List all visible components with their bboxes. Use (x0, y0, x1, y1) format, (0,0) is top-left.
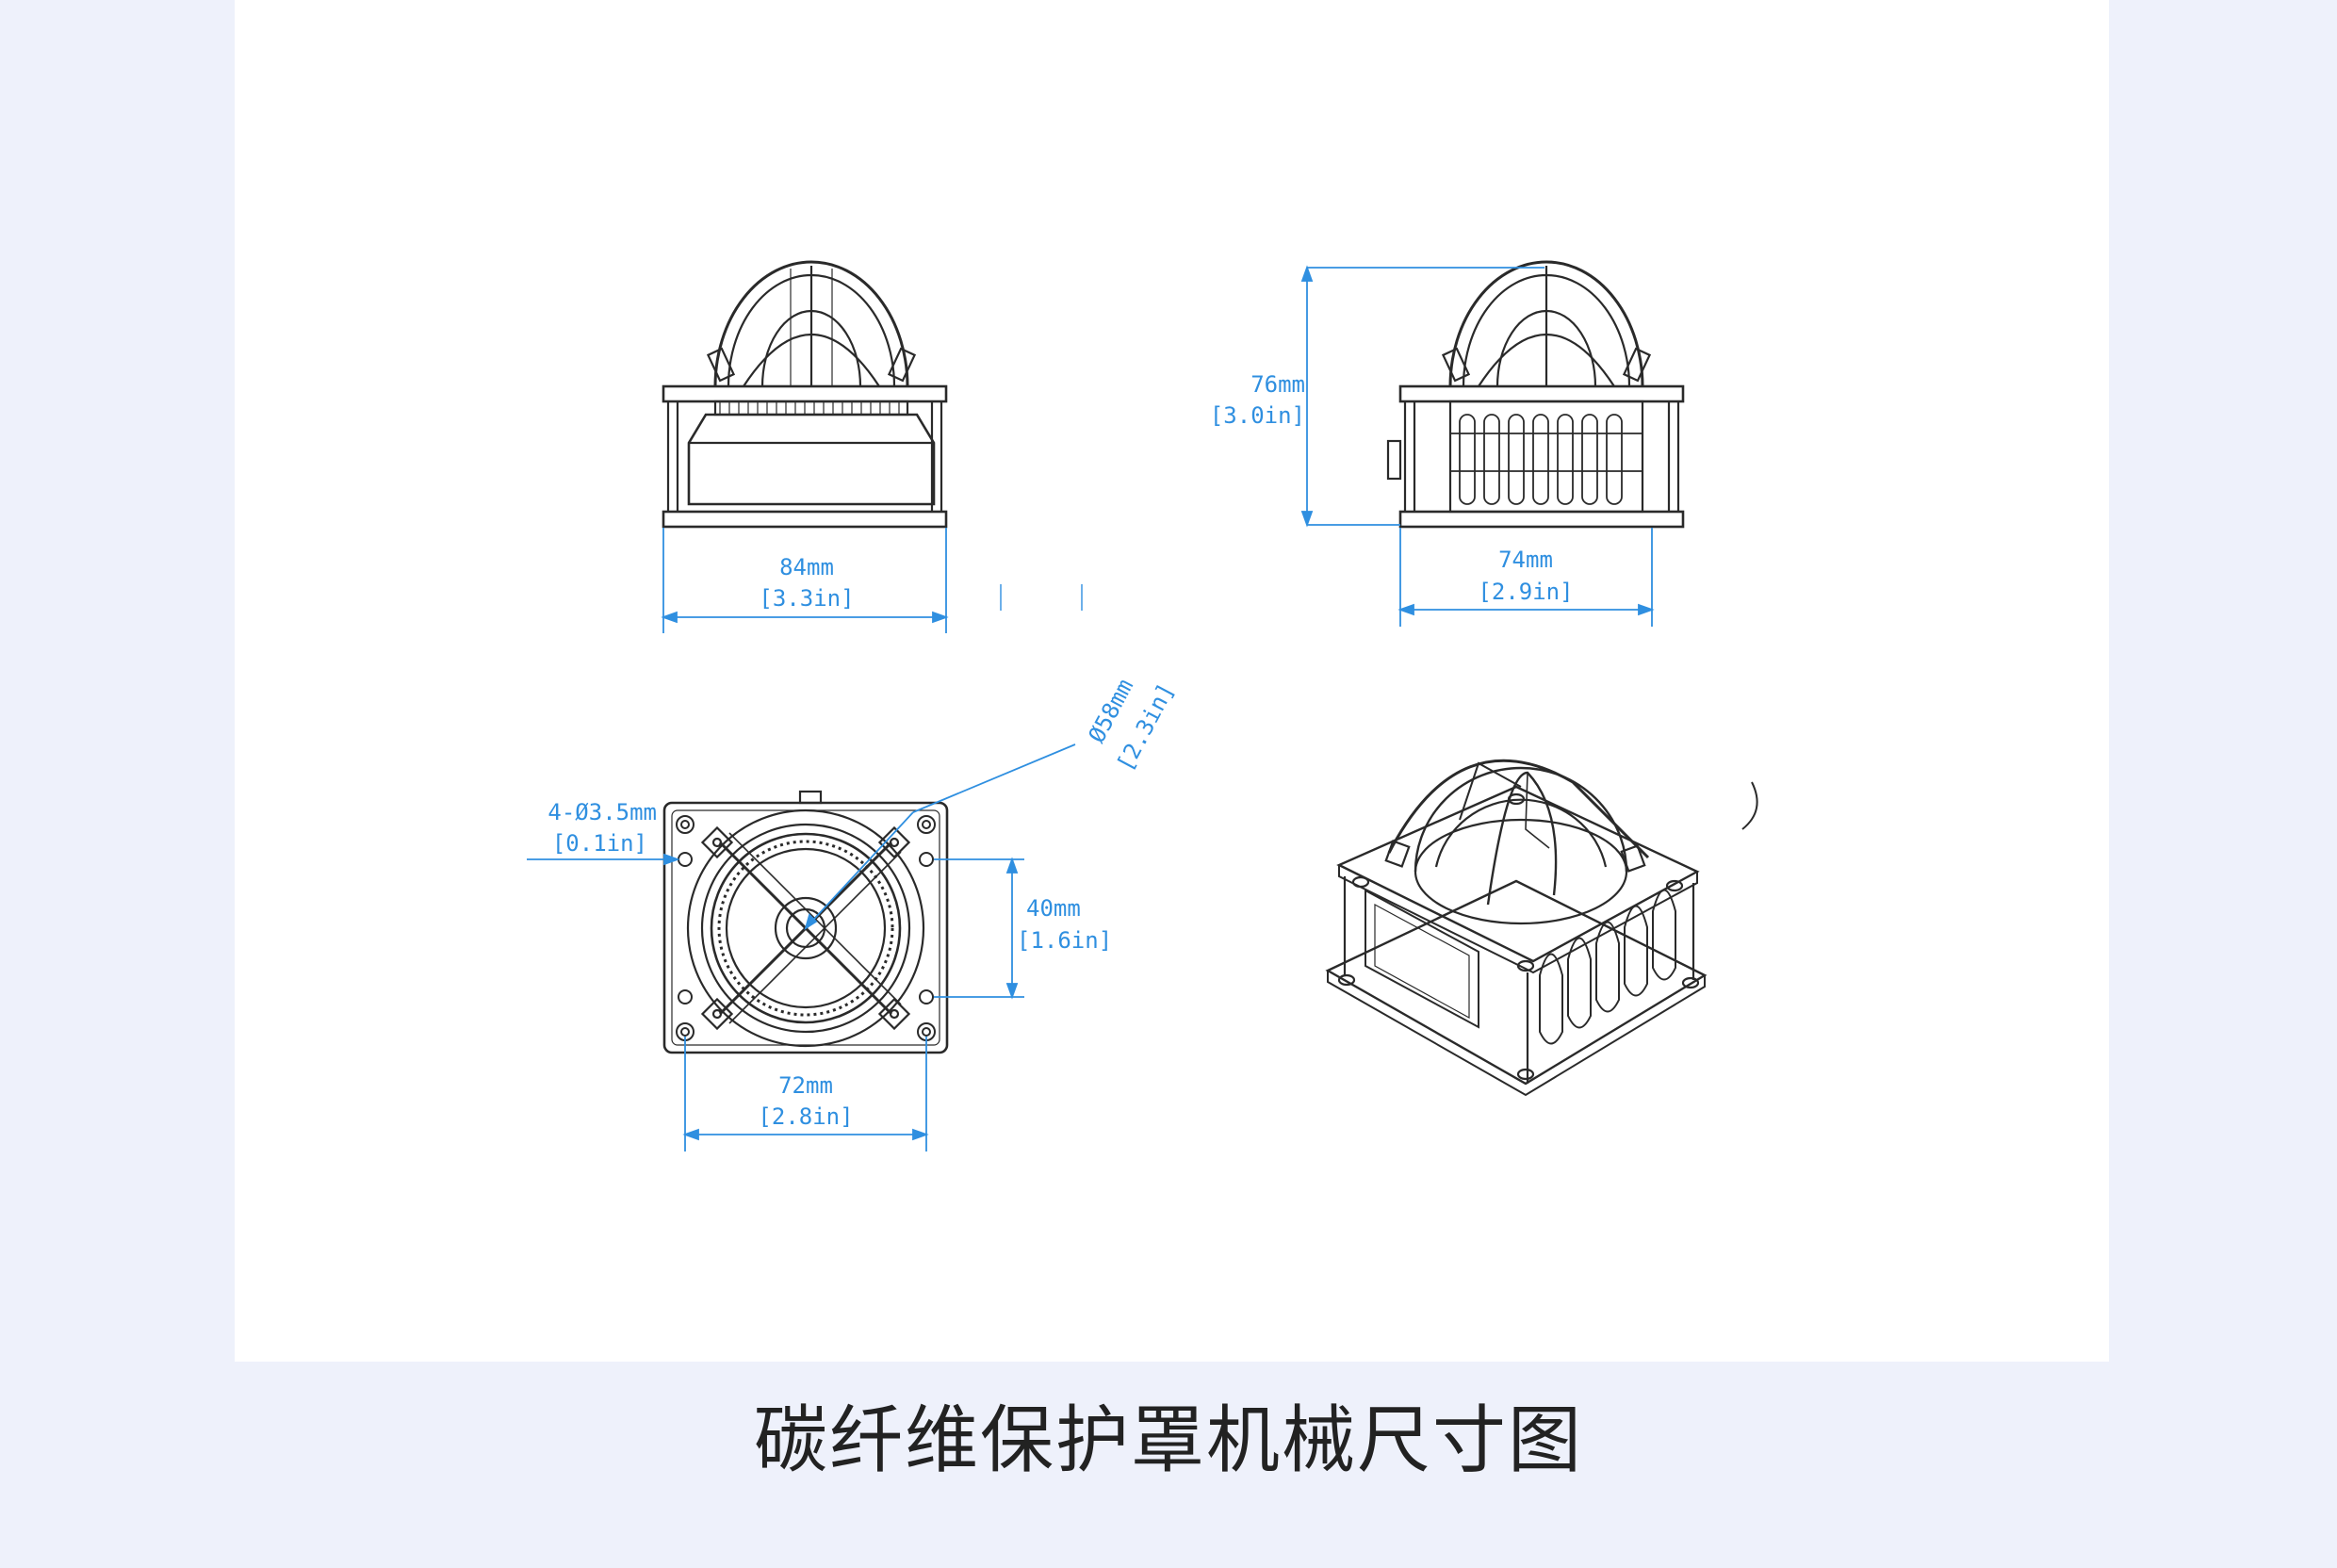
drawing-panel: 84mm [3.3in] (235, 0, 2109, 1362)
dim-front-width (661, 528, 1083, 633)
side-width-mm: 74mm (1498, 547, 1553, 573)
hole-spacing-mm: 40mm (1026, 895, 1081, 922)
mechanical-drawing: 84mm [3.3in] (527, 260, 1758, 1152)
front-view (662, 260, 948, 529)
side-width-in: [2.9in] (1478, 579, 1573, 605)
hole-spec-in: [0.1in] (552, 830, 647, 857)
hole-spec-mm: 4-Ø3.5mm (547, 799, 657, 825)
dim-side-height (1300, 265, 1544, 528)
dim-dome-diameter (804, 743, 1076, 931)
top-width-mm: 72mm (778, 1072, 833, 1099)
front-width-mm: 84mm (779, 554, 834, 580)
side-height-mm: 76mm (1250, 371, 1305, 398)
dim-top-width (682, 1037, 929, 1152)
top-view (662, 790, 949, 1054)
dim-side-width (1397, 528, 1655, 627)
dim-hole-spec (527, 853, 680, 866)
side-view (1386, 260, 1685, 529)
top-width-in: [2.8in] (758, 1103, 853, 1130)
caption: 碳纤维保护罩机械尺寸图 (753, 1398, 1583, 1483)
hole-spacing-in: [1.6in] (1017, 927, 1112, 954)
front-width-in: [3.3in] (759, 585, 854, 612)
dim-hole-spacing (934, 857, 1024, 1000)
isometric-view (1325, 759, 1758, 1097)
side-height-in: [3.0in] (1210, 402, 1305, 429)
